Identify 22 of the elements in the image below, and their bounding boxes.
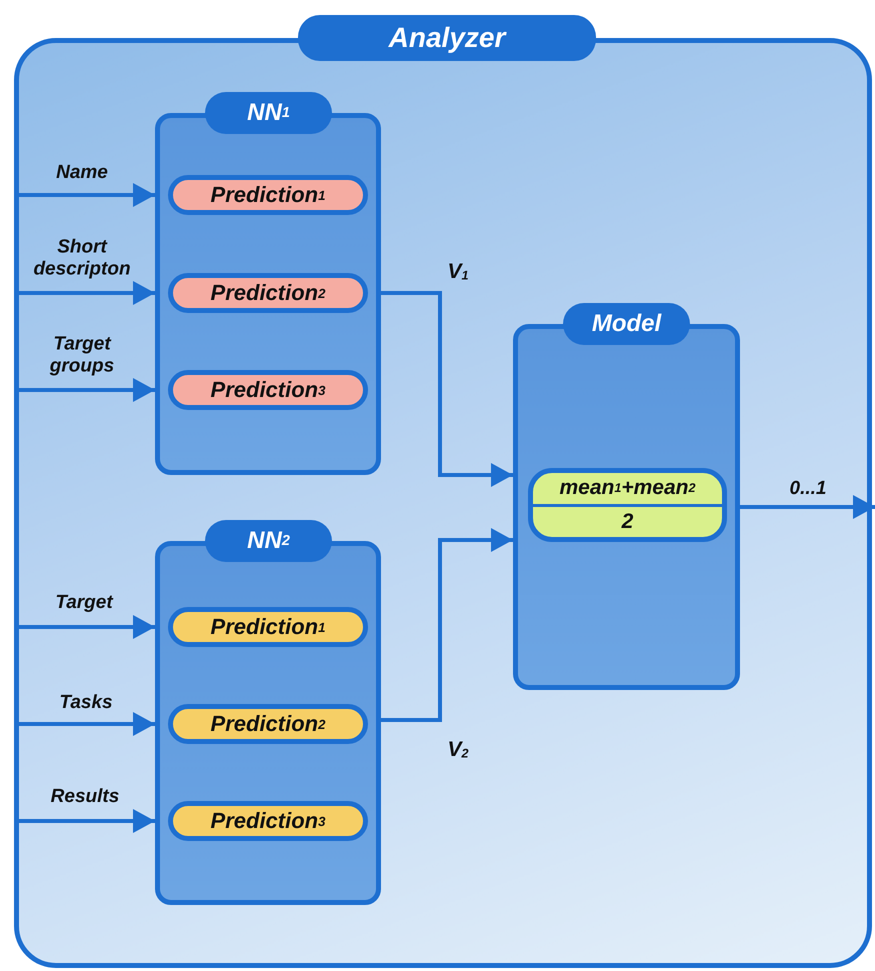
edge-label: Tasks xyxy=(59,692,113,714)
edge-label: V$_{2}$ xyxy=(447,738,469,762)
arrow xyxy=(19,378,155,402)
arrow xyxy=(19,712,155,736)
formula-pill xyxy=(528,468,727,542)
arrow xyxy=(740,495,875,519)
arrow xyxy=(19,183,155,207)
edge-label: V$_{1}$ xyxy=(447,260,469,284)
arrow xyxy=(19,809,155,833)
edge-label: Target xyxy=(55,592,113,614)
arrow xyxy=(19,281,155,305)
denominator-text: 2 xyxy=(620,508,634,535)
arrow xyxy=(19,615,155,639)
arrow xyxy=(381,528,513,722)
title-tab: Analyzer xyxy=(298,15,596,61)
edge-label: Results xyxy=(50,786,120,808)
edge-label: Target groups xyxy=(48,333,116,377)
title-tab: Model xyxy=(563,303,690,345)
arrow xyxy=(381,291,513,487)
edge-label: Name xyxy=(56,162,108,184)
edge-label: 0...1 xyxy=(790,478,826,500)
edge-label: Short descripton xyxy=(32,236,132,280)
